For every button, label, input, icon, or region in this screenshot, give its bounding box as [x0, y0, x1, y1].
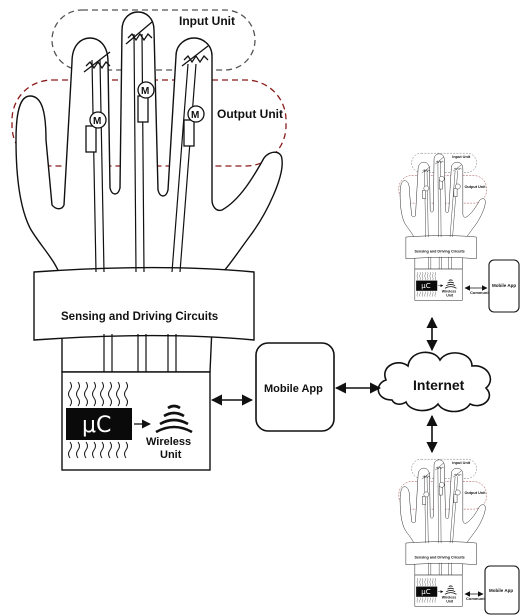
- microcontroller-label-small: μC: [421, 281, 430, 290]
- motor-label-3: M: [191, 110, 199, 121]
- glove-illustration-small: [399, 153, 487, 300]
- glove-illustration-small-2: [399, 459, 487, 606]
- sensing-circuits-label-small: Sensing and Driving Circuits: [415, 249, 465, 253]
- remote-glove-top: Input Unit Output Unit Sensing and Drivi…: [399, 153, 487, 300]
- main-glove: Input Unit Output Unit Sensing and Drivi…: [12, 10, 286, 470]
- motor-label-2: M: [141, 86, 149, 97]
- glove-illustration: [12, 10, 286, 470]
- remote-app-bottom: Communication Mobile App: [464, 565, 520, 615]
- wireless-unit-label-2: Unit: [160, 449, 182, 461]
- wireless-unit-label-small-2b: Unit: [446, 600, 454, 604]
- mobile-app-box-small-top: [488, 259, 520, 313]
- input-unit-label-small: Input Unit: [452, 155, 471, 159]
- wireless-unit-label-small-2: Unit: [446, 294, 454, 298]
- wireless-unit-label-1: Wireless: [146, 436, 191, 448]
- mobile-app-label-small-bottom: Mobile App: [489, 588, 513, 593]
- sensing-circuits-label: Sensing and Driving Circuits: [61, 311, 218, 323]
- mobile-app-label-small-top: Mobile App: [492, 283, 516, 288]
- communication-label-top: Communication: [470, 290, 501, 295]
- mobile-app-node: Mobile App: [255, 342, 335, 432]
- communication-label-bottom: Communication: [466, 596, 497, 601]
- microcontroller-label-small-2: μC: [421, 587, 430, 596]
- remote-glove-bottom: Input Unit Output Unit Sensing and Drivi…: [399, 459, 487, 606]
- mobile-app-box: [255, 342, 335, 432]
- connection-arrows: [210, 316, 438, 454]
- microcontroller-label: μC: [82, 413, 111, 438]
- output-unit-label: Output Unit: [217, 107, 283, 121]
- remote-app-top: Communication Mobile App: [464, 259, 520, 313]
- internet-node: Internet: [377, 351, 492, 413]
- internet-label: Internet: [413, 377, 465, 393]
- mobile-app-box-small-bottom: [484, 565, 520, 615]
- input-unit-label-small-2: Input Unit: [452, 461, 471, 465]
- wireless-unit-label-small-1: Wireless: [442, 289, 456, 293]
- output-unit-label-small: Output Unit: [464, 185, 486, 189]
- input-unit-label: Input Unit: [179, 14, 235, 28]
- mobile-app-label: Mobile App: [264, 383, 323, 395]
- wireless-unit-label-small-2a: Wireless: [442, 595, 456, 599]
- sensing-circuits-label-small-2: Sensing and Driving Circuits: [415, 555, 465, 559]
- output-unit-label-small-2: Output Unit: [464, 491, 486, 495]
- cloud-icon: [377, 351, 492, 413]
- motor-label-1: M: [93, 116, 101, 127]
